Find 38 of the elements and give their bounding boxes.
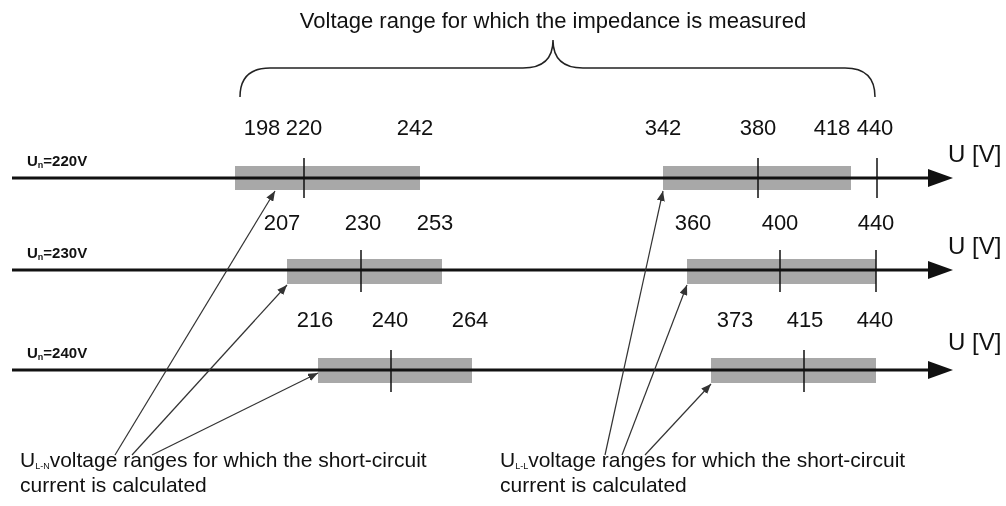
scale-value: 216 — [296, 307, 334, 333]
nominal-voltage-label: U$_{n}$=240V — [27, 344, 88, 362]
range-bar — [235, 166, 420, 190]
scale-value: 440 — [856, 115, 894, 141]
scale-value: 242 — [396, 115, 434, 141]
leader-arrow — [114, 190, 276, 456]
scale-value: 240 — [371, 307, 409, 333]
leader-arrow — [604, 190, 665, 456]
range-bar — [663, 166, 851, 190]
scale-value: 415 — [786, 307, 824, 333]
scale-value: 440 — [857, 210, 895, 236]
callout-text: U$_{L-N}$voltage ranges for which the short-circuit current is calculated — [20, 447, 440, 498]
scale-value: 342 — [644, 115, 682, 141]
range-bar — [711, 358, 876, 383]
scale-value: 220 — [285, 115, 323, 141]
leader-arrow — [151, 372, 319, 456]
scale-value: 418 — [813, 115, 851, 141]
scale-value: 360 — [674, 210, 712, 236]
scale-value: 264 — [451, 307, 489, 333]
scale-value: 207 — [263, 210, 301, 236]
scale-value: 380 — [739, 115, 777, 141]
scale-value: 440 — [856, 307, 894, 333]
scale-value: 400 — [761, 210, 799, 236]
range-bar — [318, 358, 472, 383]
scale-value: 230 — [344, 210, 382, 236]
leader-arrow — [621, 284, 688, 456]
scale-value: 198 — [243, 115, 281, 141]
callout-text: U$_{L-L}$voltage ranges for which the short-circuit current is calculated — [500, 447, 920, 498]
brace-label: Voltage range for which the impedance is measured — [299, 8, 807, 34]
scale-value: 373 — [716, 307, 754, 333]
leader-arrow — [131, 284, 288, 456]
axis-unit: U [V] — [948, 140, 1002, 168]
nominal-voltage-label: U$_{n}$=220V — [27, 152, 88, 170]
scale-value: 253 — [416, 210, 454, 236]
leader-arrow — [644, 383, 712, 456]
axis-unit: U [V] — [948, 232, 1002, 260]
nominal-voltage-label: U$_{n}$=230V — [27, 244, 88, 262]
axis-unit: U [V] — [948, 328, 1002, 356]
